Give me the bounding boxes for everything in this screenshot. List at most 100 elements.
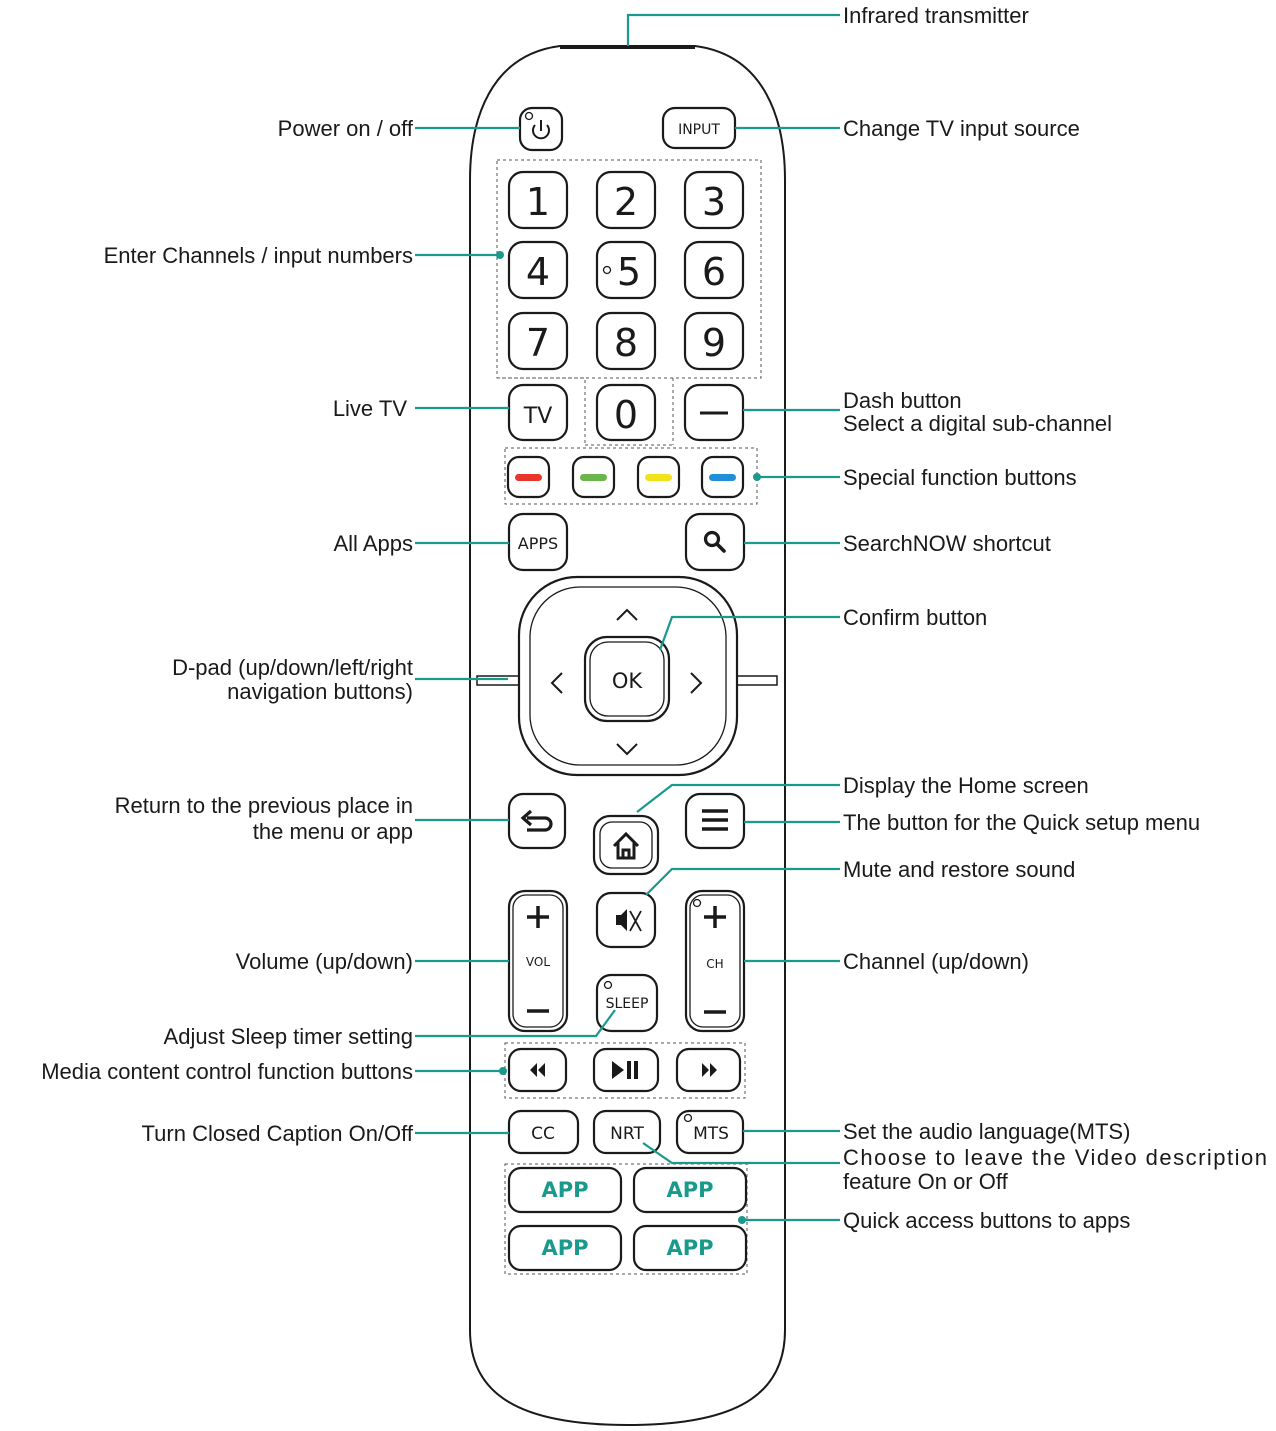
rewind-button[interactable]: [507, 1047, 568, 1093]
label-number-keys: Enter Channels / input numbers: [104, 243, 413, 268]
quick-app-label: APP: [541, 1236, 588, 1260]
label-nrt-line2: feature On or Off: [843, 1169, 1009, 1194]
all-apps-button[interactable]: APPS: [507, 512, 569, 572]
search-button[interactable]: [684, 512, 746, 572]
search-icon: [703, 530, 721, 548]
label-quick-apps: Quick access buttons to apps: [843, 1208, 1130, 1233]
input-button[interactable]: INPUT: [661, 106, 737, 150]
volume-up-icon[interactable]: [527, 906, 549, 928]
digit-label: 9: [702, 321, 726, 365]
color-buttons-group: [504, 447, 758, 505]
digit-label: 8: [614, 321, 638, 365]
power-icon: [532, 124, 550, 140]
yellow-function-button[interactable]: [636, 455, 681, 499]
label-confirm: Confirm button: [843, 605, 987, 630]
digit-label: 5: [617, 250, 641, 294]
quick-app-button-1[interactable]: APP: [507, 1166, 623, 1214]
label-home: Display the Home screen: [843, 773, 1089, 798]
label-media-controls: Media content control function buttons: [41, 1059, 413, 1084]
label-quick-setup: The button for the Quick setup menu: [843, 810, 1200, 835]
label-closed-caption: Turn Closed Caption On/Off: [142, 1121, 414, 1146]
leader-lines: [415, 13, 840, 1224]
sleep-button[interactable]: SLEEP: [595, 973, 659, 1033]
play-pause-button[interactable]: [592, 1047, 660, 1093]
digit-button-7[interactable]: 7: [507, 311, 569, 371]
live-tv-button[interactable]: TV: [507, 383, 569, 442]
label-return-line2: the menu or app: [253, 819, 413, 844]
digit-label: 0: [614, 393, 638, 437]
label-mts: Set the audio language(MTS): [843, 1119, 1130, 1144]
label-nrt-line1: Choose to leave the Video description: [843, 1145, 1267, 1170]
quick-setup-menu-button[interactable]: [684, 792, 746, 850]
digit-label: 6: [702, 250, 726, 294]
red-bar: [515, 474, 542, 481]
quick-app-button-4[interactable]: APP: [632, 1224, 748, 1272]
media-buttons-group: [504, 1042, 746, 1099]
play-pause-icon: [612, 1061, 624, 1079]
mute-speaker-icon: [616, 909, 627, 931]
channel-rocker[interactable]: CH: [684, 889, 746, 1033]
digit-button-6[interactable]: 6: [683, 240, 745, 300]
mute-button[interactable]: [595, 891, 657, 949]
chevron-right-icon[interactable]: [690, 672, 703, 694]
channel-label: CH: [706, 957, 723, 971]
blue-bar: [709, 474, 736, 481]
digit-button-3[interactable]: 3: [683, 170, 745, 230]
home-button[interactable]: [592, 814, 660, 876]
green-function-button[interactable]: [571, 455, 616, 499]
tv-zero-dash-group: [497, 377, 674, 446]
label-dash-description: Select a digital sub-channel: [843, 411, 1112, 436]
channel-up-icon[interactable]: [704, 906, 726, 928]
input-button-label: INPUT: [678, 122, 720, 138]
ok-button[interactable]: OK: [583, 635, 671, 723]
digit-label: 2: [614, 180, 638, 224]
home-icon: [612, 831, 640, 860]
return-icon: [527, 816, 553, 832]
dash-button[interactable]: [683, 383, 745, 442]
label-volume: Volume (up/down): [236, 949, 413, 974]
digit-button-9[interactable]: 9: [683, 311, 745, 371]
label-all-apps: All Apps: [334, 531, 414, 556]
digit-button-0[interactable]: 0: [595, 383, 657, 442]
fast-forward-icon: [702, 1063, 717, 1077]
quick-app-button-2[interactable]: APP: [632, 1166, 748, 1214]
label-input-source: Change TV input source: [843, 116, 1080, 141]
label-power: Power on / off: [278, 116, 414, 141]
label-special-function: Special function buttons: [843, 465, 1077, 490]
label-dpad-line1: D-pad (up/down/left/right: [172, 655, 413, 680]
chevron-down-icon[interactable]: [616, 743, 638, 756]
blue-function-button[interactable]: [700, 455, 745, 499]
quick-app-button-3[interactable]: APP: [507, 1224, 623, 1272]
hamburger-menu-icon: [702, 809, 728, 831]
label-infrared-transmitter: Infrared transmitter: [843, 3, 1029, 28]
mts-button[interactable]: MTS: [675, 1109, 745, 1155]
label-channel: Channel (up/down): [843, 949, 1029, 974]
volume-label: VOL: [526, 955, 550, 969]
fast-forward-button[interactable]: [675, 1047, 742, 1093]
digit-button-2[interactable]: 2: [595, 170, 657, 230]
label-dash-button: Dash button: [843, 388, 962, 413]
digit-button-8[interactable]: 8: [595, 311, 657, 371]
chevron-left-icon[interactable]: [550, 672, 563, 694]
chevron-up-icon[interactable]: [616, 608, 638, 621]
sleep-button-label: SLEEP: [606, 996, 649, 1012]
digit-button-1[interactable]: 1: [507, 170, 569, 230]
label-search: SearchNOW shortcut: [843, 531, 1051, 556]
digit-button-4[interactable]: 4: [507, 240, 569, 300]
digit-button-5[interactable]: 5: [595, 240, 657, 300]
mts-button-label: MTS: [693, 1124, 729, 1144]
power-button[interactable]: [518, 106, 564, 152]
digit-label: 7: [526, 321, 550, 365]
green-bar: [580, 474, 607, 481]
nrt-button-label: NRT: [610, 1124, 644, 1144]
closed-caption-button[interactable]: CC: [507, 1109, 580, 1155]
label-live-tv: Live TV: [333, 396, 408, 421]
digit-label: 4: [526, 250, 550, 294]
digit-label: 1: [526, 180, 550, 224]
number-pad-group: [496, 159, 762, 379]
red-function-button[interactable]: [506, 455, 551, 499]
digit-label: 3: [702, 180, 726, 224]
return-button[interactable]: [507, 792, 567, 850]
volume-rocker[interactable]: VOL: [507, 889, 569, 1033]
